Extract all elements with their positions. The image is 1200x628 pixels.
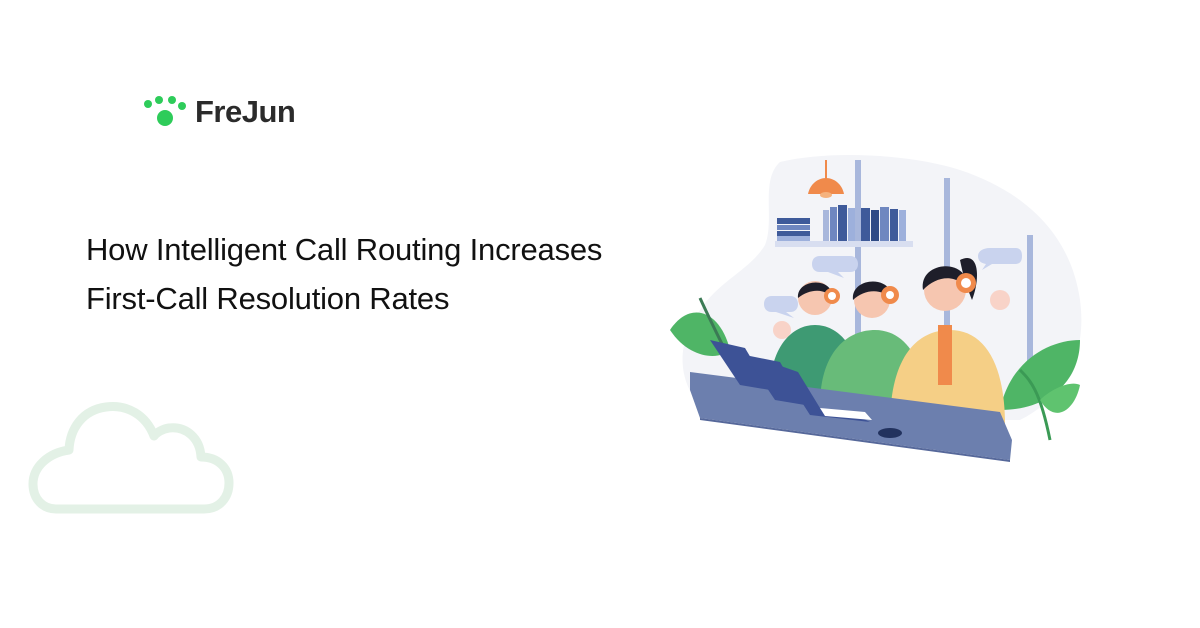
brand-name: FreJun [195, 94, 296, 129]
thumbs-up-bubble-icon [773, 321, 791, 339]
mouse-icon [878, 428, 902, 438]
agent-3 [890, 258, 1005, 425]
paw-dots-icon [144, 96, 186, 126]
chat-bubble-icon [764, 248, 1022, 318]
laptop-icon [710, 340, 872, 422]
page-title: How Intelligent Call Routing Increases F… [86, 225, 706, 323]
lamp-icon [808, 160, 844, 198]
brand-logo[interactable]: FreJun [143, 94, 296, 130]
title-line-2: First-Call Resolution Rates [86, 281, 450, 316]
cloud-outline-icon [28, 402, 234, 514]
plant-right-icon [1000, 340, 1080, 441]
title-line-1: How Intelligent Call Routing Increases [86, 232, 603, 267]
heart-bubble-icon [990, 290, 1010, 310]
call-center-illustration [670, 155, 1082, 462]
bookshelf-icon [775, 205, 913, 247]
